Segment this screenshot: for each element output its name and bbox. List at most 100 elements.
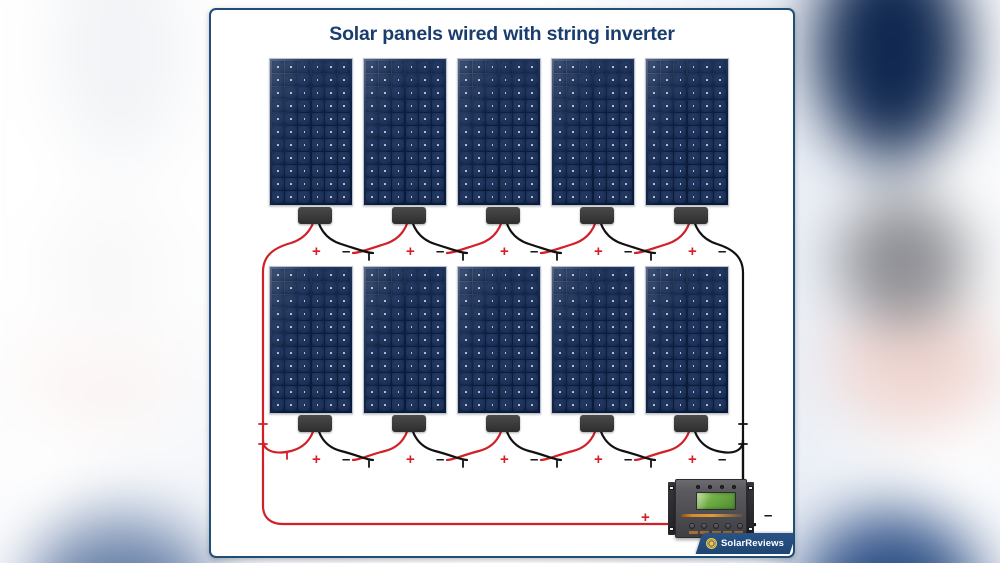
solar-cell — [298, 87, 311, 99]
solar-cell — [661, 74, 674, 86]
solar-cell — [620, 191, 632, 203]
solar-cell — [687, 360, 700, 372]
solar-cell — [486, 165, 499, 177]
solar-cell — [620, 74, 632, 86]
solar-cell — [661, 334, 674, 346]
junction-box — [486, 415, 520, 432]
solar-cell — [486, 191, 499, 203]
inverter-left-bracket — [668, 482, 675, 535]
solar-cell — [606, 399, 619, 411]
solar-cell — [418, 100, 431, 112]
solar-cell — [648, 61, 660, 73]
solar-cell — [338, 165, 350, 177]
solar-cell — [379, 282, 392, 294]
solar-cell — [714, 191, 726, 203]
inverter-button[interactable] — [713, 523, 719, 529]
solar-cell — [661, 386, 674, 398]
solar-cell — [366, 191, 378, 203]
solar-cell — [298, 100, 311, 112]
solar-cell — [272, 100, 284, 112]
solar-cell — [379, 334, 392, 346]
solar-cell — [418, 334, 431, 346]
solar-cell — [554, 126, 566, 138]
solar-cell — [486, 399, 499, 411]
solar-panel — [269, 266, 353, 414]
string-inverter[interactable] — [667, 479, 755, 538]
solar-cell — [338, 178, 350, 190]
solar-cell — [499, 334, 512, 346]
solar-cell — [648, 295, 660, 307]
solar-cell — [580, 373, 593, 385]
solar-cell — [324, 61, 337, 73]
solar-cell — [567, 360, 580, 372]
panel-cell-grid — [366, 61, 444, 203]
solar-cell — [512, 269, 525, 281]
solar-cell — [311, 191, 324, 203]
solar-cell — [661, 282, 674, 294]
solar-cell — [512, 360, 525, 372]
solar-cell — [338, 386, 350, 398]
solar-cell — [687, 139, 700, 151]
solar-cell — [526, 373, 538, 385]
solar-cell — [512, 282, 525, 294]
solar-cell — [272, 139, 284, 151]
solar-cell — [311, 178, 324, 190]
solar-cell — [661, 113, 674, 125]
solar-cell — [272, 113, 284, 125]
solar-cell — [554, 321, 566, 333]
logo-label: SolarReviews — [721, 538, 784, 549]
junction-box — [674, 415, 708, 432]
solar-cell — [593, 399, 606, 411]
sun-icon — [706, 538, 718, 549]
solar-cell — [405, 360, 418, 372]
solar-cell — [714, 100, 726, 112]
solar-cell — [285, 100, 298, 112]
solar-cell — [700, 126, 713, 138]
solar-cell — [620, 386, 632, 398]
solar-cell — [432, 308, 444, 320]
solar-cell — [460, 269, 472, 281]
solar-cell — [432, 61, 444, 73]
solar-cell — [512, 386, 525, 398]
inverter-button[interactable] — [725, 523, 731, 529]
solar-cell — [366, 282, 378, 294]
solar-cell — [661, 126, 674, 138]
solar-cell — [298, 61, 311, 73]
panel-cell-grid — [272, 269, 350, 411]
solar-cell — [272, 360, 284, 372]
solar-cell — [661, 269, 674, 281]
solar-cell — [661, 308, 674, 320]
solar-cell — [567, 347, 580, 359]
solar-cell — [338, 269, 350, 281]
junction-box — [392, 207, 426, 224]
inverter-button-row[interactable] — [689, 523, 743, 529]
inverter-button[interactable] — [737, 523, 743, 529]
solar-cell — [311, 282, 324, 294]
solar-cell — [687, 282, 700, 294]
solar-cell — [473, 347, 486, 359]
solar-cell — [285, 321, 298, 333]
inverter-button[interactable] — [701, 523, 707, 529]
solar-cell — [593, 100, 606, 112]
solar-cell — [512, 334, 525, 346]
solar-cell — [567, 74, 580, 86]
solar-cell — [700, 178, 713, 190]
solar-cell — [700, 386, 713, 398]
inverter-button[interactable] — [689, 523, 695, 529]
solar-cell — [324, 295, 337, 307]
solar-panel — [645, 266, 729, 414]
panel-cell-grid — [648, 61, 726, 203]
solar-cell — [272, 295, 284, 307]
solar-cell — [405, 269, 418, 281]
solar-cell — [499, 295, 512, 307]
solar-cell — [285, 74, 298, 86]
solar-cell — [473, 399, 486, 411]
solar-cell — [405, 191, 418, 203]
solar-cell — [379, 373, 392, 385]
solar-cell — [687, 399, 700, 411]
solar-cell — [714, 113, 726, 125]
solar-cell — [418, 269, 431, 281]
wire-positive-to-inverter — [261, 438, 671, 526]
solarreviews-logo[interactable]: SolarReviews — [695, 533, 793, 554]
solar-cell — [620, 360, 632, 372]
